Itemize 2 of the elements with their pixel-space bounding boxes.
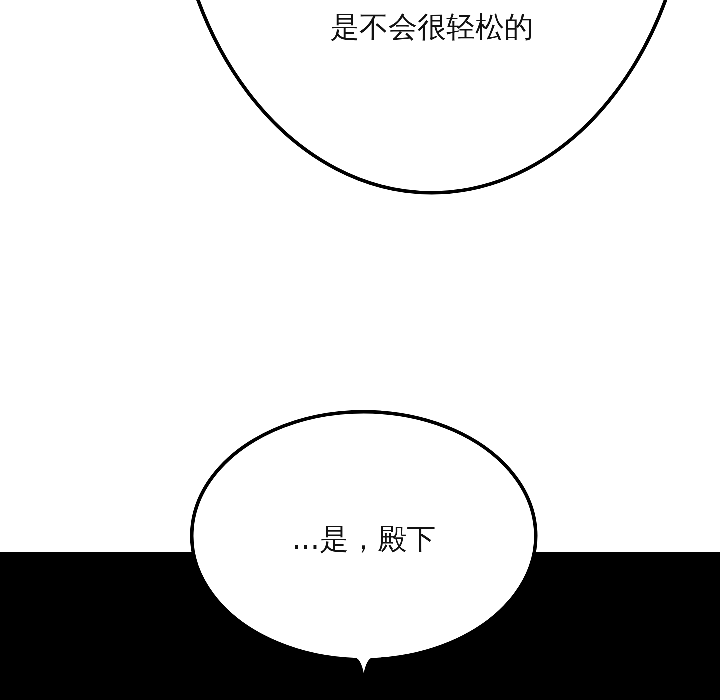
dialogue-text: 是不会很轻松的 [330,9,534,46]
dialogue-text: ...是，殿下 [291,521,437,558]
